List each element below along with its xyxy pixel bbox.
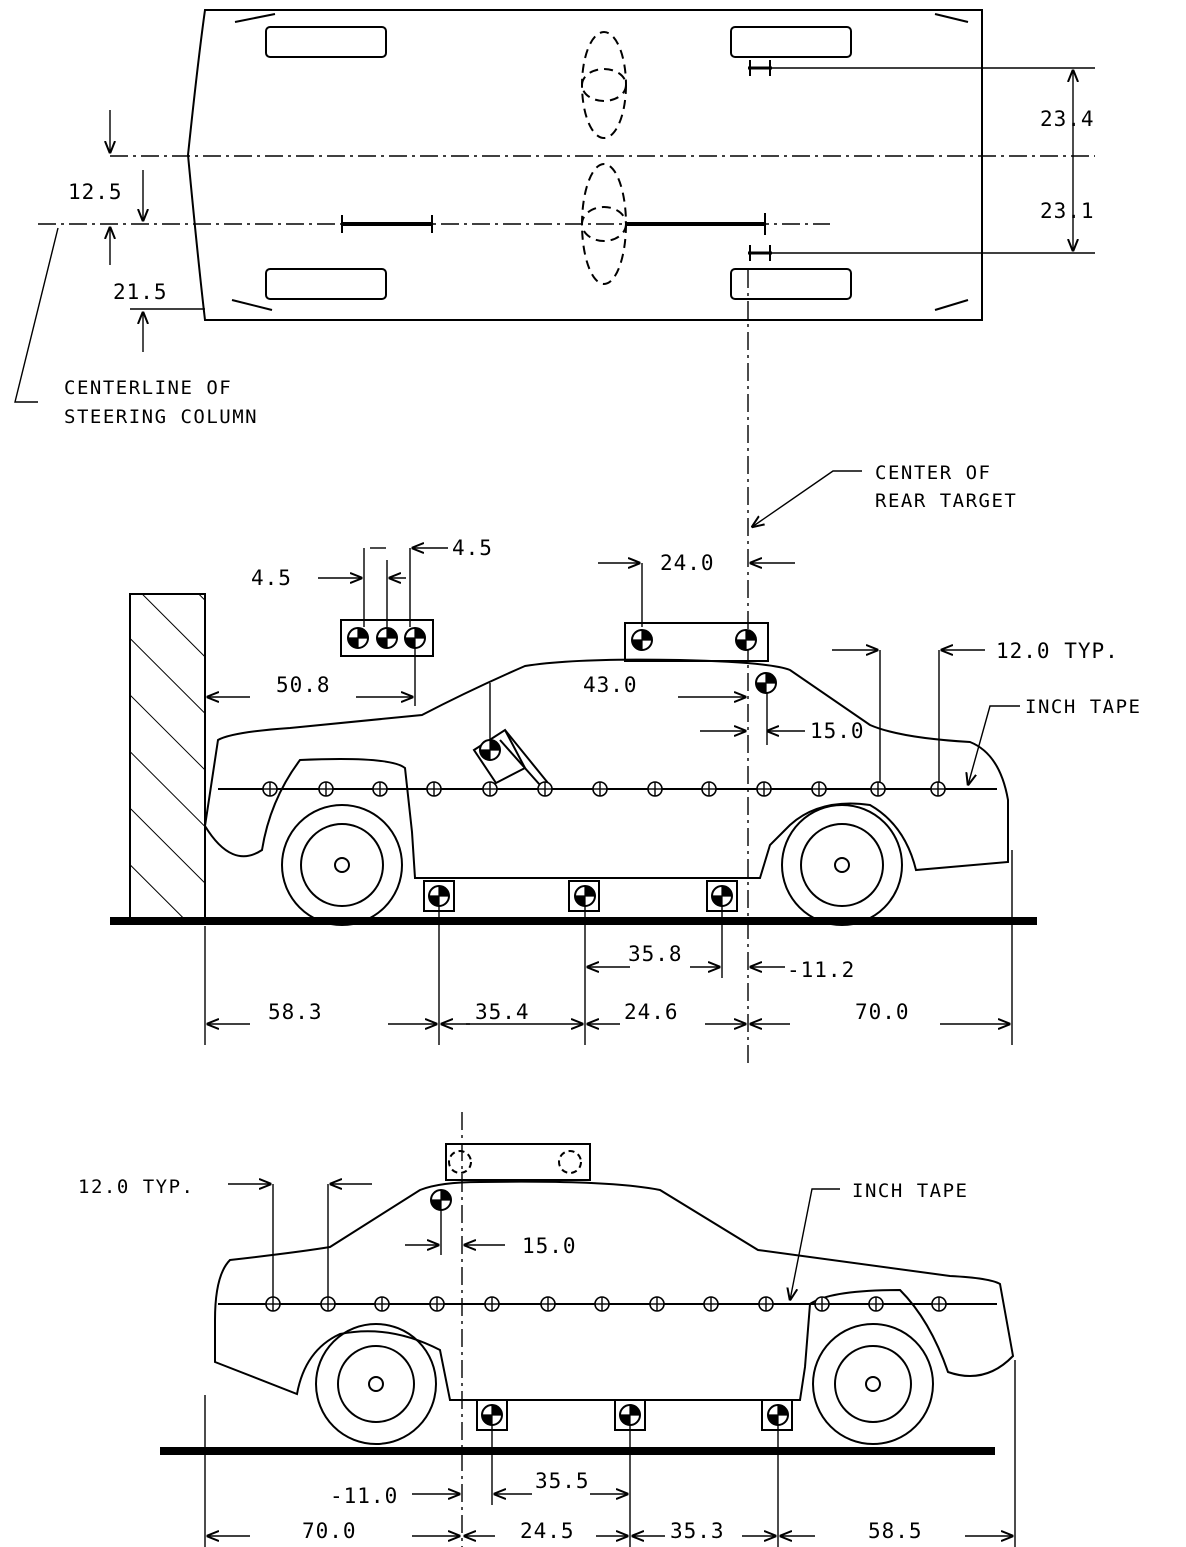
dim-35-4: 35.4	[475, 1000, 530, 1024]
inch-tape-label-2: INCH TAPE	[852, 1180, 968, 1202]
car-body-side-2	[214, 1180, 1015, 1401]
tape-targets-1	[262, 781, 946, 797]
tape-crosshair-icon	[870, 781, 886, 797]
tape-crosshair-icon	[811, 781, 827, 797]
dim-43-0: 43.0	[583, 673, 638, 697]
side-view-2-labels: 12.0 TYP. 15.0 INCH TAPE -11.0 35.5 70.0…	[78, 1176, 968, 1543]
dim-21-5: 21.5	[113, 280, 168, 304]
tape-crosshair-icon	[265, 1296, 281, 1312]
dim-neg-11-0: -11.0	[330, 1484, 398, 1508]
dim-23-1: 23.1	[1040, 199, 1095, 223]
photo-target-icon	[735, 629, 757, 651]
barrier-wall	[129, 593, 206, 923]
photo-target-icon	[481, 1404, 503, 1426]
photo-target-icon	[376, 627, 398, 649]
dim-24-5: 24.5	[520, 1519, 575, 1543]
photo-target-icon	[479, 739, 501, 761]
tape-crosshair-icon	[426, 781, 442, 797]
dim-35-8: 35.8	[628, 942, 683, 966]
tape-crosshair-icon	[318, 781, 334, 797]
side-view-2	[160, 1112, 1016, 1547]
dim-35-3: 35.3	[670, 1519, 725, 1543]
tape-crosshair-icon	[647, 781, 663, 797]
tape-crosshair-icon	[701, 781, 717, 797]
dim-15-0-2: 15.0	[522, 1234, 577, 1258]
dim-58-3: 58.3	[268, 1000, 323, 1024]
rear-target-label-1: CENTER OF	[875, 462, 991, 484]
dim-4-5-left: 4.5	[251, 566, 292, 590]
top-wheel-front-lower	[265, 268, 387, 300]
photo-targets-1	[347, 627, 777, 907]
car-body-side-1	[203, 658, 1009, 879]
dim-70-0-2: 70.0	[302, 1519, 357, 1543]
tape-crosshair-icon	[484, 1296, 500, 1312]
tape-crosshair-icon	[262, 781, 278, 797]
dim-neg-11-2: -11.2	[787, 958, 855, 982]
photo-targets-2	[430, 1189, 789, 1426]
tape-crosshair-icon	[482, 781, 498, 797]
photo-target-icon	[430, 1189, 452, 1211]
tape-crosshair-icon	[758, 1296, 774, 1312]
top-wheel-front-upper	[265, 26, 387, 58]
dim-70-0: 70.0	[855, 1000, 910, 1024]
dim-58-5: 58.5	[868, 1519, 923, 1543]
tape-crosshair-icon	[931, 1296, 947, 1312]
top-view-labels: 23.4 23.1 12.5 21.5 CENTERLINE OF STEERI…	[64, 107, 1095, 428]
tape-crosshair-icon	[320, 1296, 336, 1312]
dim-4-5-right: 4.5	[452, 536, 493, 560]
photo-target-icon	[711, 885, 733, 907]
photo-target-icon	[428, 885, 450, 907]
steering-column-label-2: STEERING COLUMN	[64, 406, 258, 428]
tape-crosshair-icon	[703, 1296, 719, 1312]
side-view-1-labels: 4.5 4.5 24.0 50.8 43.0 15.0 12.0 TYP. IN…	[251, 462, 1141, 1024]
photo-target-icon	[619, 1404, 641, 1426]
dim-24-0: 24.0	[660, 551, 715, 575]
dim-23-4: 23.4	[1040, 107, 1095, 131]
tape-crosshair-icon	[594, 1296, 610, 1312]
tape-crosshair-icon	[429, 1296, 445, 1312]
photo-target-icon	[755, 672, 777, 694]
side-view-1	[110, 470, 1037, 1045]
tape-targets-2	[265, 1296, 947, 1312]
dim-12-0-typ: 12.0 TYP.	[996, 639, 1119, 663]
tape-crosshair-icon	[540, 1296, 556, 1312]
tape-crosshair-icon	[592, 781, 608, 797]
dim-12-5: 12.5	[68, 180, 123, 204]
tape-crosshair-icon	[372, 781, 388, 797]
dim-15-0: 15.0	[810, 719, 865, 743]
photo-target-icon	[347, 627, 369, 649]
dim-50-8: 50.8	[276, 673, 331, 697]
tape-crosshair-icon	[537, 781, 553, 797]
rear-target-label-2: REAR TARGET	[875, 490, 1017, 512]
dim-12-0-typ-2: 12.0 TYP.	[78, 1176, 194, 1198]
tape-crosshair-icon	[868, 1296, 884, 1312]
photo-target-icon	[404, 627, 426, 649]
top-seat-upper	[581, 31, 627, 139]
inch-tape-label-1: INCH TAPE	[1025, 696, 1141, 718]
top-view-body	[186, 9, 983, 321]
tape-crosshair-icon	[814, 1296, 830, 1312]
photo-target-icon	[631, 629, 653, 651]
photo-target-icon	[767, 1404, 789, 1426]
top-wheel-rear-upper	[730, 26, 852, 58]
photo-target-icon	[574, 885, 596, 907]
tape-crosshair-icon	[930, 781, 946, 797]
top-view	[14, 9, 1095, 1065]
tape-crosshair-icon	[756, 781, 772, 797]
tape-crosshair-icon	[374, 1296, 390, 1312]
dim-35-5: 35.5	[535, 1469, 590, 1493]
top-wheel-rear-lower	[730, 268, 852, 300]
steering-column-label-1: CENTERLINE OF	[64, 377, 232, 399]
dim-24-6: 24.6	[624, 1000, 679, 1024]
tape-crosshair-icon	[649, 1296, 665, 1312]
